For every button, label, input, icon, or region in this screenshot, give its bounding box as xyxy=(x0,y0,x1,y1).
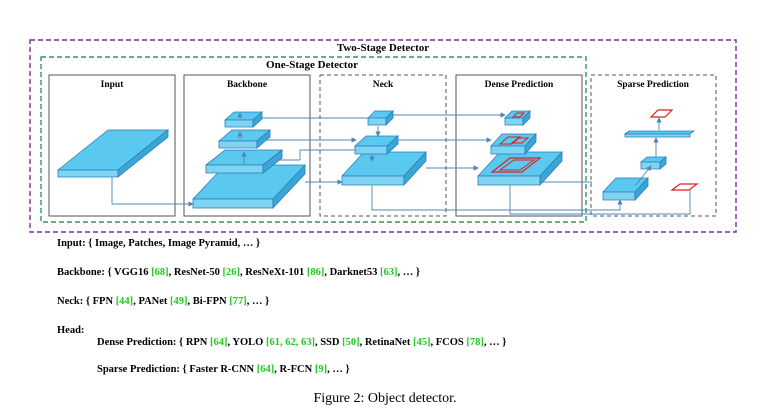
dense-line-head: Dense Prediction: { xyxy=(97,337,186,348)
neck-item-name: PANet xyxy=(138,296,171,307)
neck-box-label: Neck xyxy=(373,80,394,90)
input-line-head: Input: xyxy=(57,238,86,249)
dense-item-name: SSD xyxy=(320,337,343,348)
backbone-blocks xyxy=(192,111,306,210)
dense-prediction-blocks xyxy=(477,110,563,187)
dense-item-name: FCOS xyxy=(435,337,467,348)
backbone-line: Backbone: { VGG16 [68], ResNet-50 [26], … xyxy=(57,267,421,278)
input-image-block xyxy=(56,129,170,178)
sparse-item-name: Faster R-CNN xyxy=(189,364,257,375)
neck-line-head: Neck: { xyxy=(57,296,93,307)
backbone-item-name: Darknet53 xyxy=(329,267,381,278)
neck-item-ref: [49] xyxy=(170,296,188,307)
dense-item-name: YOLO xyxy=(232,337,266,348)
head-line-head: Head: xyxy=(57,325,85,336)
sparse-item-name: R-FCN xyxy=(279,364,315,375)
backbone-item-ref: [86] xyxy=(306,267,325,278)
figure-caption: Figure 2: Object detector. xyxy=(313,391,457,406)
detector-diagram: Two-Stage Detector One-Stage Detector In… xyxy=(29,39,737,233)
sparse-item-ref: [64] xyxy=(256,364,275,375)
input-box-label: Input xyxy=(101,80,125,90)
dense-line: Dense Prediction: { RPN [64], YOLO [61, … xyxy=(97,337,507,348)
sparse-line-head: Sparse Prediction: { xyxy=(97,364,190,375)
one-stage-frame xyxy=(40,56,587,223)
sparse-prediction-blocks xyxy=(602,109,699,202)
input-line: Input: { Image, Patches, Image Pyramid, … xyxy=(57,238,260,249)
sparse-prediction-label: Sparse Prediction xyxy=(617,80,690,90)
neck-item-ref: [44] xyxy=(115,296,134,307)
dense-item-ref: [78] xyxy=(466,337,484,348)
dense-item-ref: [61, 62, 63] xyxy=(265,337,315,348)
neck-item-ref: [77] xyxy=(229,296,247,307)
dense-prediction-label: Dense Prediction xyxy=(485,80,554,90)
sparse-item-ref: [9] xyxy=(314,364,328,375)
sparse-line: Sparse Prediction: { Faster R-CNN [64], … xyxy=(97,364,350,375)
neck-line: Neck: { FPN [44], PANet [49], Bi-FPN [77… xyxy=(57,296,270,307)
backbone-item-ref: [26] xyxy=(222,267,241,278)
two-stage-frame xyxy=(29,39,737,233)
dense-item-ref: [45] xyxy=(412,337,431,348)
neck-item-name: Bi-FPN xyxy=(192,296,230,307)
neck-blocks xyxy=(341,110,427,187)
backbone-item-name: ResNet-50 xyxy=(173,267,223,278)
backbone-line-head: Backbone: { xyxy=(57,267,115,278)
neck-item-name: FPN xyxy=(92,296,116,307)
input-line-items: { Image, Patches, Image Pyramid, … } xyxy=(88,238,261,249)
connector-lines xyxy=(111,112,691,215)
backbone-item-ref: [63] xyxy=(380,267,398,278)
two-stage-label: Two-Stage Detector xyxy=(337,42,429,54)
backbone-item-name: ResNeXt-101 xyxy=(245,267,307,278)
one-stage-label: One-Stage Detector xyxy=(266,59,358,71)
dense-item-ref: [50] xyxy=(342,337,360,348)
head-line: Head: xyxy=(57,325,84,336)
backbone-item-ref: [68] xyxy=(151,267,169,278)
dense-item-name: RetinaNet xyxy=(364,337,413,348)
dense-item-name: RPN xyxy=(185,337,211,348)
backbone-item-name: VGG16 xyxy=(114,267,152,278)
backbone-box-label: Backbone xyxy=(227,80,267,90)
dense-item-ref: [64] xyxy=(210,337,228,348)
